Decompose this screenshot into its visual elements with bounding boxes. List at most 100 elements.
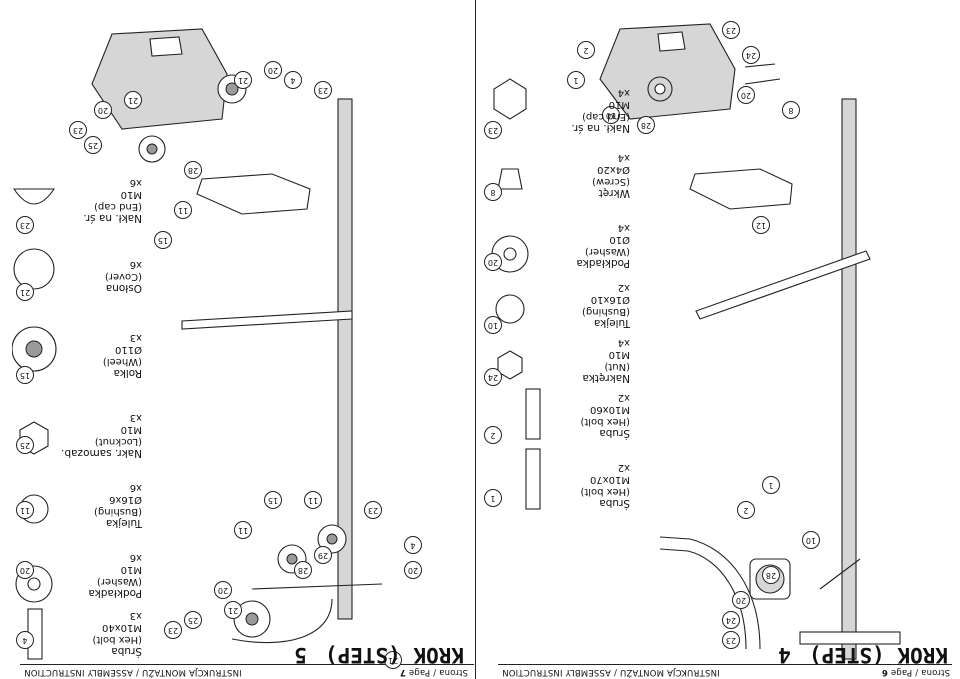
part-name: Wkręt [598,187,630,199]
part-size: Ø10 [609,234,630,245]
callout-1b: 1 [762,476,780,494]
callout-20b: 20 [732,591,750,609]
callout-28b: 28 [762,566,780,584]
part-size: Ø4x20 [597,164,630,175]
callout-8: 8 [782,101,800,119]
end-cap-drawing [12,188,56,205]
part-eng: (Nut) [604,361,630,372]
callout-20: 20 [404,561,422,579]
part-eng: (Hex bolt) [580,486,630,497]
roller-lower-1-hub [326,533,338,545]
roller-cover-hub [245,612,259,626]
upright-post [337,98,353,620]
part-callout: 21 [16,283,34,301]
part-qty: x6 [129,177,142,188]
callout-20c: 20 [94,101,112,119]
wheel-hub [25,340,43,358]
bolt-1 [744,78,781,85]
callout-23: 23 [364,501,382,519]
callout-15: 15 [264,491,282,509]
callout-25b: 25 [84,136,102,154]
callout-21d: 21 [234,71,252,89]
part-qty: x4 [617,337,630,348]
step-label: KROK (STEP) [324,643,464,667]
part-bolt-m10x60: Śruba (Hex bolt) M10x60 x2 [490,391,630,439]
callout-28: 28 [294,561,312,579]
part-qty: x4 [617,87,630,98]
part-qty: x6 [129,259,142,270]
callout-23b: 23 [164,621,182,639]
callout-10b: 10 [802,531,820,549]
part-callout: 10 [484,316,502,334]
callout-23b: 23 [722,631,740,649]
part-qty: x6 [129,482,142,493]
roller-top-hub [225,82,239,96]
roller-lower-2-hub [286,553,298,565]
top-bracket [799,631,901,645]
part-name: Nakrętka [582,372,630,384]
part-callout: 24 [484,368,502,386]
part-name: Podkładka [88,587,142,599]
curved-arm [659,536,761,650]
part-qty: x2 [617,392,630,403]
callout-2: 2 [577,41,595,59]
part-qty: x4 [617,222,630,233]
part-qty: x2 [617,282,630,293]
part-callout: 2 [484,426,502,444]
axle-lower [251,583,383,590]
callout-29: 29 [314,546,332,564]
callout-4b: 4 [284,71,302,89]
callout-11: 11 [304,491,322,509]
callout-21b: 21 [224,601,242,619]
part-size: M10x60 [590,404,630,415]
callout-23c: 23 [69,121,87,139]
step-number: 5 [294,643,307,667]
part-callout: 25 [16,436,34,454]
callout-4: 4 [404,536,422,554]
part-bushing-16x10: Tulejka (Bushing) Ø16x10 x2 [490,281,630,329]
lower-curved-arm [231,598,333,644]
step-heading: KROK (STEP)4 [778,643,948,667]
part-callout: 1 [484,489,502,507]
curved-arm-inner [659,548,747,650]
callout-20d: 20 [264,61,282,79]
part-callout: 23 [16,216,34,234]
part-screw-4x20: Wkręt (Screw) Ø4x20 x4 [490,151,630,199]
part-qty: x3 [129,412,142,423]
callout-11b: 11 [234,521,252,539]
upright-post [841,98,857,660]
part-size: Ø110 [115,344,142,355]
washer-hole [27,577,41,591]
step-5-drawing [12,28,383,660]
bushing-drawing [495,294,525,324]
part-eng: (Hex bolt) [580,416,630,427]
part-washer-10: Podkładka (Washer) Ø10 x4 [490,221,630,269]
screw-drawing [497,168,523,190]
part-qty: x2 [617,462,630,473]
bolt-60-drawing [525,388,541,440]
callout-11c: 11 [174,201,192,219]
callout-2b: 2 [737,501,755,519]
part-eng: (End cap) [94,201,142,212]
part-name: Tulejka [593,317,630,329]
bolt-70-drawing [525,448,541,510]
roller-mid-hub [146,143,158,155]
washer-hole [503,247,517,261]
seat-pad [689,168,793,210]
callout-28b: 28 [184,161,202,179]
step-number: 4 [778,643,791,667]
callout-12: 12 [752,216,770,234]
part-eng: (End cap) [582,111,630,122]
callout-23: 23 [722,21,740,39]
seat-pad [196,173,311,215]
part-qty: x4 [617,152,630,163]
callout-15b: 15 [154,231,172,249]
callout-24: 24 [742,46,760,64]
callout-25: 25 [184,611,202,629]
part-qty: x3 [129,610,142,621]
callout-21c: 21 [124,91,142,109]
step-heading: KROK (STEP) 5 [294,643,464,667]
part-size: M10 [608,99,630,110]
bar-connector [819,558,861,590]
